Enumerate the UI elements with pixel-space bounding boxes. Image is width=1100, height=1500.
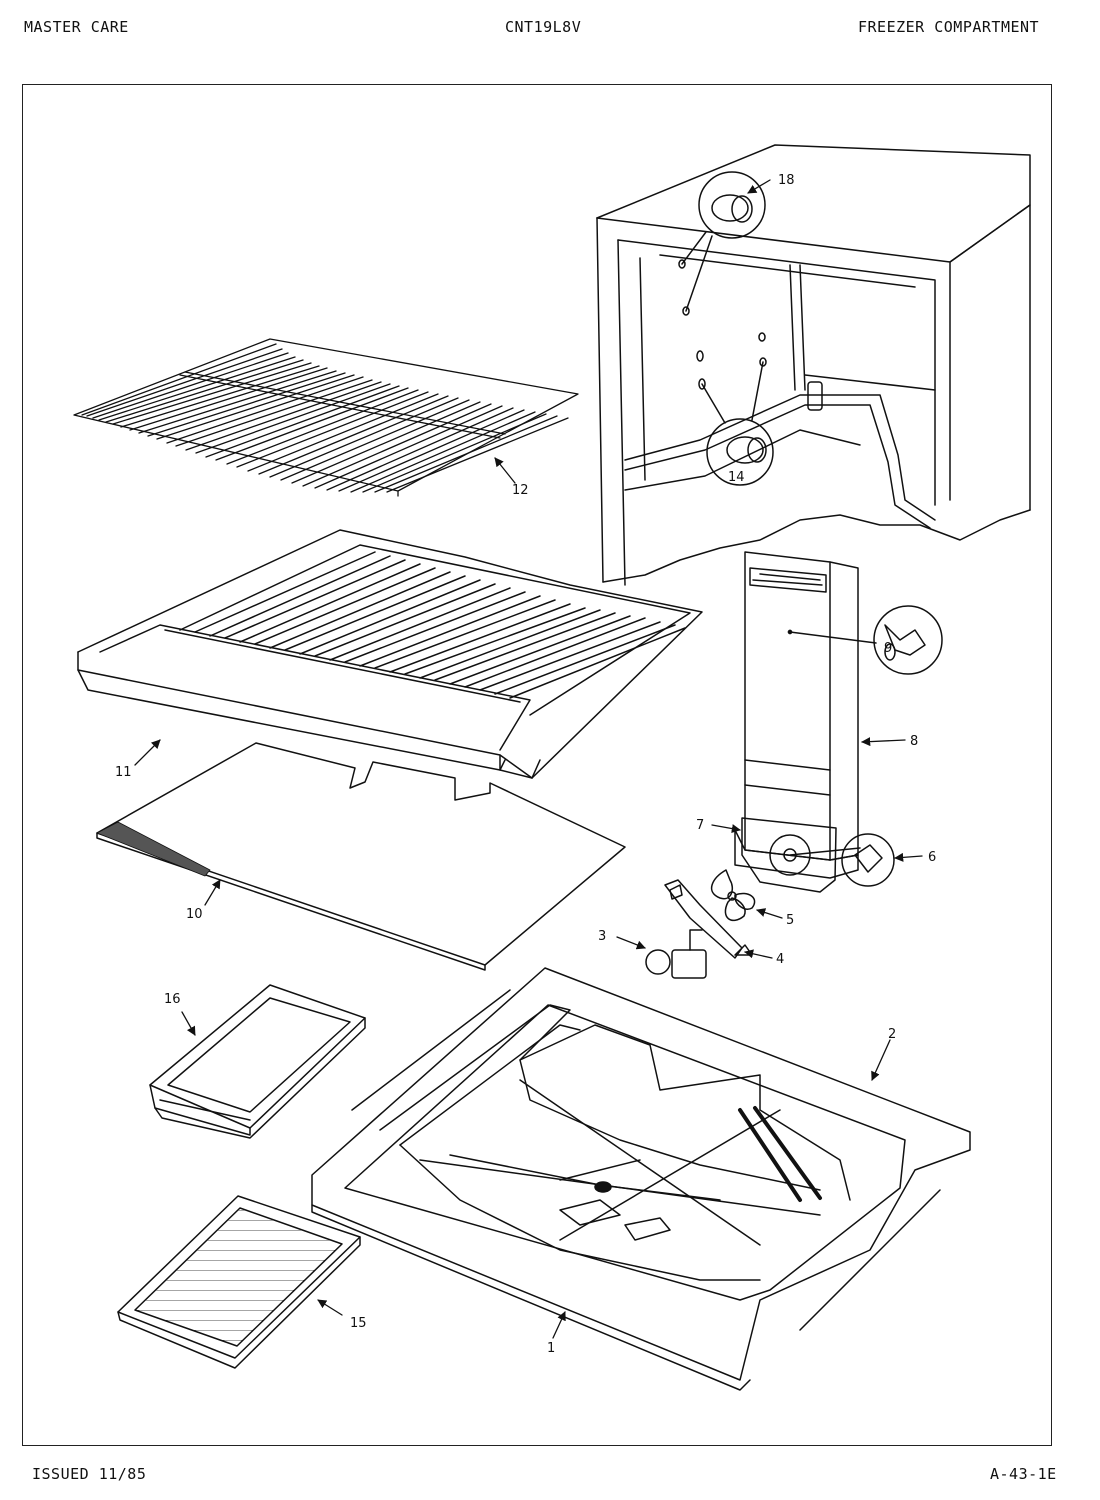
callout-6: 6 [928, 850, 936, 865]
callout-7: 7 [696, 818, 704, 833]
part-12-wire-shelf [73, 338, 579, 497]
part-5-fan-blade [710, 869, 756, 922]
part-18-shelf-support-detail [681, 171, 766, 312]
part-7-fan-bracket [741, 817, 861, 893]
part-11-shelf-assembly [77, 529, 703, 779]
callout-14: 14 [728, 470, 745, 485]
callout-12: 12 [512, 483, 529, 498]
freezer-cabinet [596, 144, 1031, 586]
part-3-4-thermostat-assembly [645, 879, 753, 979]
footer-issue-date: ISSUED 11/85 [32, 1465, 147, 1483]
callout-5: 5 [786, 913, 794, 928]
footer-page-code: A-43-1E [990, 1465, 1057, 1483]
part-14-shelf-support-detail [701, 361, 774, 486]
part-1-freezer-floor [311, 967, 971, 1391]
callout-arrows [134, 179, 923, 1339]
callout-15: 15 [350, 1316, 367, 1331]
callout-2: 2 [888, 1027, 896, 1042]
part-10-shelf-cover [96, 742, 626, 971]
callout-labels: 18 14 12 9 11 8 7 6 5 4 3 10 16 2 15 1 [115, 173, 936, 1356]
header-model-number: CNT19L8V [505, 18, 582, 36]
callout-18: 18 [778, 173, 795, 188]
part-15-ice-cube-tray [117, 1195, 361, 1369]
callout-8: 8 [910, 734, 918, 749]
diagram-frame [22, 84, 1052, 1446]
part-8-air-duct [734, 551, 859, 879]
callout-3: 3 [598, 929, 606, 944]
callout-11: 11 [115, 765, 132, 780]
callout-9: 9 [884, 641, 892, 656]
header-section-title: FREEZER COMPARTMENT [858, 18, 1040, 36]
callout-10: 10 [186, 907, 203, 922]
header-brand: MASTER CARE [24, 18, 129, 36]
part-16-storage-tray [149, 984, 366, 1139]
callout-1: 1 [547, 1341, 555, 1356]
callout-16: 16 [164, 992, 181, 1007]
callout-4: 4 [776, 952, 784, 967]
part-6-fan-motor-detail [841, 833, 895, 887]
part-9-damper-detail [789, 605, 943, 675]
